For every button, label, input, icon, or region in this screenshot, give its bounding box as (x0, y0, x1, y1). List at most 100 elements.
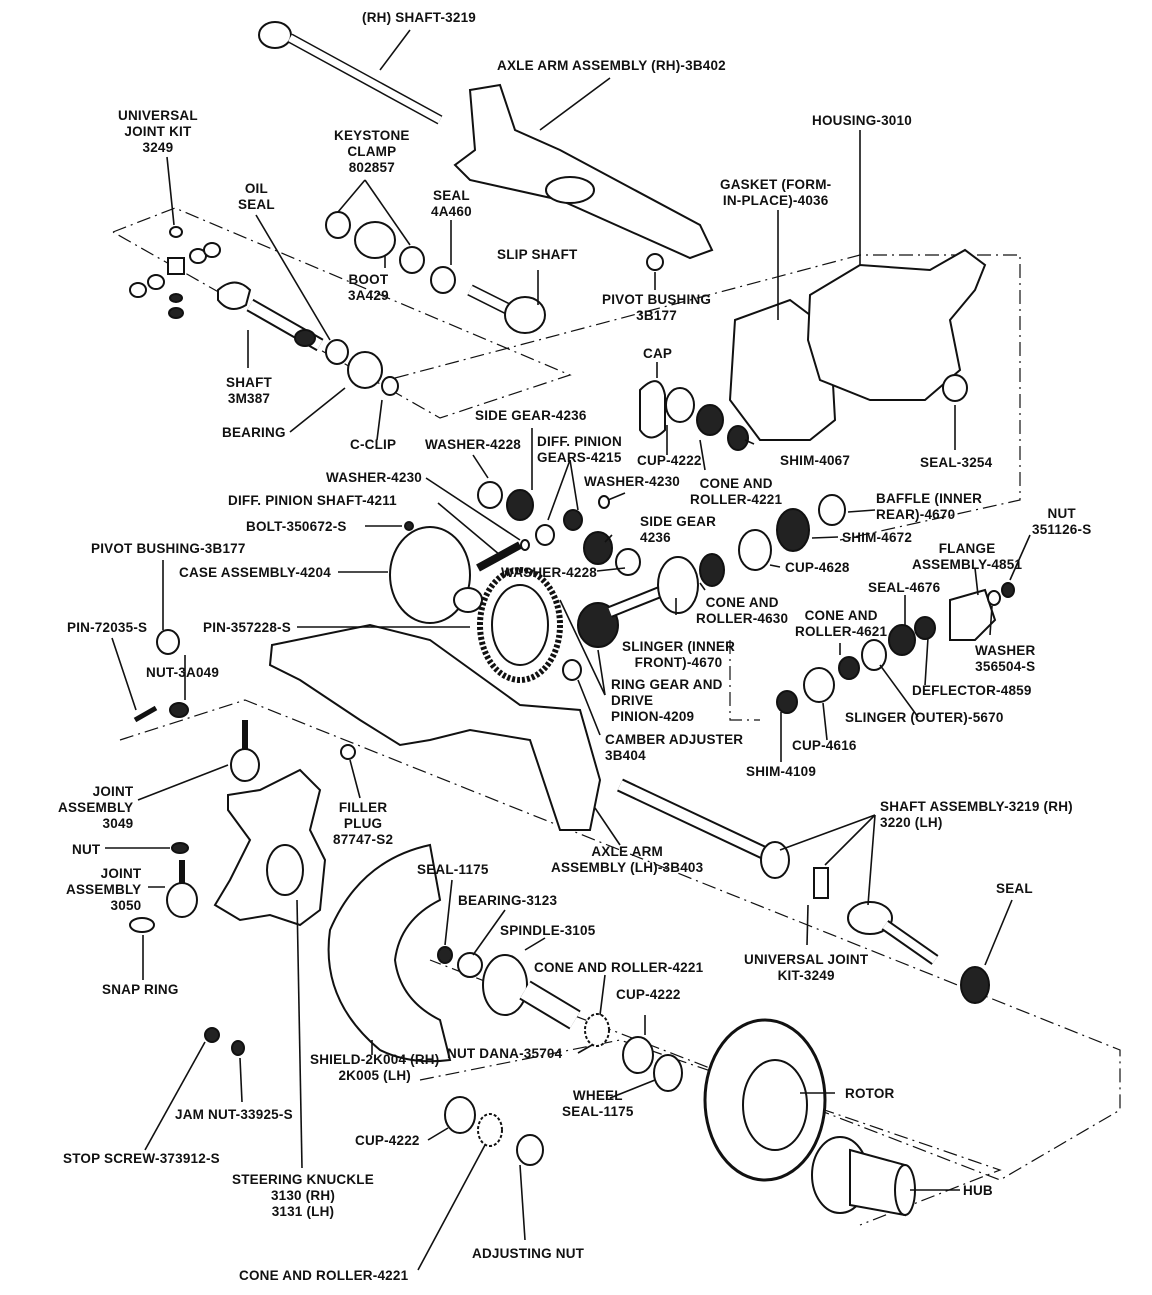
label-cone-roller-4221-bottom: CONE AND ROLLER-4221 (239, 1268, 409, 1283)
shim-4067-part (727, 425, 749, 451)
keystone-clamp-part (325, 211, 425, 274)
washer-4230-left-part (520, 539, 530, 551)
label-seal-3254: SEAL-3254 (920, 455, 993, 470)
label-camber-adjuster: CAMBER ADJUSTER 3B404 (605, 732, 744, 763)
label-seal-4a460: SEAL 4A460 (431, 188, 472, 219)
seal-1175-part (437, 946, 453, 964)
label-seal-1175: SEAL-1175 (417, 862, 489, 877)
label-shield: SHIELD-2K004 (RH) 2K005 (LH) (310, 1052, 440, 1083)
label-flange-assembly: FLANGE ASSEMBLY-4851 (912, 541, 1023, 572)
label-shaft-3m387: SHAFT 3M387 (226, 375, 272, 406)
label-side-gear-4236-mid: SIDE GEAR 4236 (640, 514, 717, 545)
label-bearing-3123: BEARING-3123 (458, 893, 558, 908)
adjusting-nut-part (516, 1134, 544, 1166)
label-adjusting-nut: ADJUSTING NUT (472, 1246, 585, 1261)
label-oil-seal: OIL SEAL (238, 181, 275, 212)
snap-ring-part (129, 917, 155, 933)
side-gear-4236-top-part (506, 489, 534, 521)
label-washer-4228-mid: WASHER-4228 (501, 565, 597, 580)
label-bearing: BEARING (222, 425, 286, 440)
leader-lines (105, 29, 1031, 1271)
boot-part (354, 221, 396, 259)
diff-pinion-gear-a (535, 524, 555, 546)
label-ring-gear: RING GEAR AND DRIVE PINION-4209 (611, 677, 723, 724)
label-seal-4676: SEAL-4676 (868, 580, 941, 595)
shaft-3m387-part (217, 281, 324, 352)
washer-4228-top-part (477, 481, 503, 509)
label-joint-assembly-3049: JOINT ASSEMBLY 3049 (58, 784, 134, 831)
cup-4222-bottom-part (444, 1096, 476, 1134)
cup-4616-part (803, 667, 835, 703)
shield-part (327, 843, 452, 1063)
steering-knuckle-part (213, 768, 327, 927)
slinger-outer-part (861, 639, 887, 671)
label-cap: CAP (643, 346, 673, 361)
label-u-joint-kit-bottom: UNIVERSAL JOINT KIT-3249 (744, 952, 869, 983)
deflector-part (914, 616, 936, 640)
washer-4228-mid-part (615, 548, 641, 576)
joint-assembly-3050-part (166, 860, 198, 918)
cup-4628-part (738, 529, 772, 571)
case-hub (453, 587, 483, 613)
label-shim-4672: SHIM-4672 (842, 530, 913, 545)
label-cup-4616: CUP-4616 (792, 738, 857, 753)
cone-roller-4221-bottom-part (477, 1113, 503, 1147)
case-assembly-part (389, 526, 471, 624)
filler-plug-part (340, 744, 356, 760)
label-boot: BOOT 3A429 (348, 272, 389, 303)
label-jam-nut: JAM NUT-33925-S (175, 1107, 293, 1122)
label-keystone-clamp: KEYSTONE CLAMP 802857 (334, 128, 410, 175)
label-washer-4228-top: WASHER-4228 (425, 437, 521, 452)
label-deflector: DEFLECTOR-4859 (912, 683, 1032, 698)
cone-roller-4221-top-part (696, 404, 724, 436)
cup-4222-top-part (665, 387, 695, 423)
cone-roller-4630-part (699, 553, 725, 587)
label-pin-72035: PIN-72035-S (67, 620, 148, 635)
label-hub: HUB (963, 1183, 993, 1198)
label-washer-4230-right: WASHER-4230 (584, 474, 680, 489)
label-filler-plug: FILLER PLUG 87747-S2 (333, 800, 394, 847)
housing-part (806, 248, 987, 401)
cone-roller-4621-part (838, 656, 860, 680)
label-cone-roller-4621: CONE AND ROLLER-4621 (795, 608, 888, 639)
label-pivot-bushing-top: PIVOT BUSHING 3B177 (602, 292, 712, 323)
c-clip-part (381, 376, 399, 396)
seal-4676-part (888, 624, 916, 656)
group-box-knuckle (119, 699, 1121, 1181)
label-axle-arm-lh: AXLE ARM ASSEMBLY (LH)-3B403 (551, 844, 704, 875)
cup-4222-mid-part (622, 1036, 654, 1074)
rotor-inner (742, 1059, 808, 1151)
nut-3a049-part (169, 702, 189, 718)
stop-screw-part (204, 1027, 220, 1043)
oil-seal-part (325, 339, 349, 365)
pivot-bushing-top-part (646, 253, 664, 271)
diff-pinion-gear-b (563, 509, 583, 531)
slip-shaft-part (467, 284, 546, 334)
u-joint-kit-bottom-part (813, 867, 829, 899)
label-housing: HOUSING-3010 (812, 113, 912, 128)
label-diff-pinion-gears: DIFF. PINION GEARS-4215 (537, 434, 622, 465)
label-pin-357228: PIN-357228-S (203, 620, 291, 635)
label-rotor: ROTOR (845, 1086, 895, 1101)
knuckle-hub (266, 844, 304, 896)
baffle-part (818, 494, 846, 526)
label-nut-3a049: NUT-3A049 (146, 665, 220, 680)
label-shaft-assembly: SHAFT ASSEMBLY-3219 (RH) 3220 (LH) (880, 799, 1073, 830)
label-c-clip: C-CLIP (350, 437, 397, 452)
cap-part (639, 380, 666, 439)
label-gasket: GASKET (FORM- IN-PLACE)-4036 (720, 177, 832, 208)
label-nut-dana: NUT DANA-35704 (447, 1046, 563, 1061)
rh-shaft-part (258, 21, 443, 125)
label-slinger-inner-front: SLINGER (INNER FRONT)-4670 (622, 639, 736, 670)
u-joint-kit-top-part (129, 226, 221, 319)
nut-left-part (171, 842, 189, 854)
ring-gear-inner (491, 584, 549, 666)
label-nut-351126: NUT 351126-S (1032, 506, 1092, 537)
seal-3254-part (942, 374, 968, 402)
label-stop-screw: STOP SCREW-373912-S (63, 1151, 220, 1166)
axle-arm-rh-window (545, 176, 595, 204)
group-box-pinion (729, 640, 760, 721)
label-rh-shaft: (RH) SHAFT-3219 (362, 10, 477, 25)
label-snap-ring: SNAP RING (102, 982, 179, 997)
label-bolt: BOLT-350672-S (246, 519, 347, 534)
